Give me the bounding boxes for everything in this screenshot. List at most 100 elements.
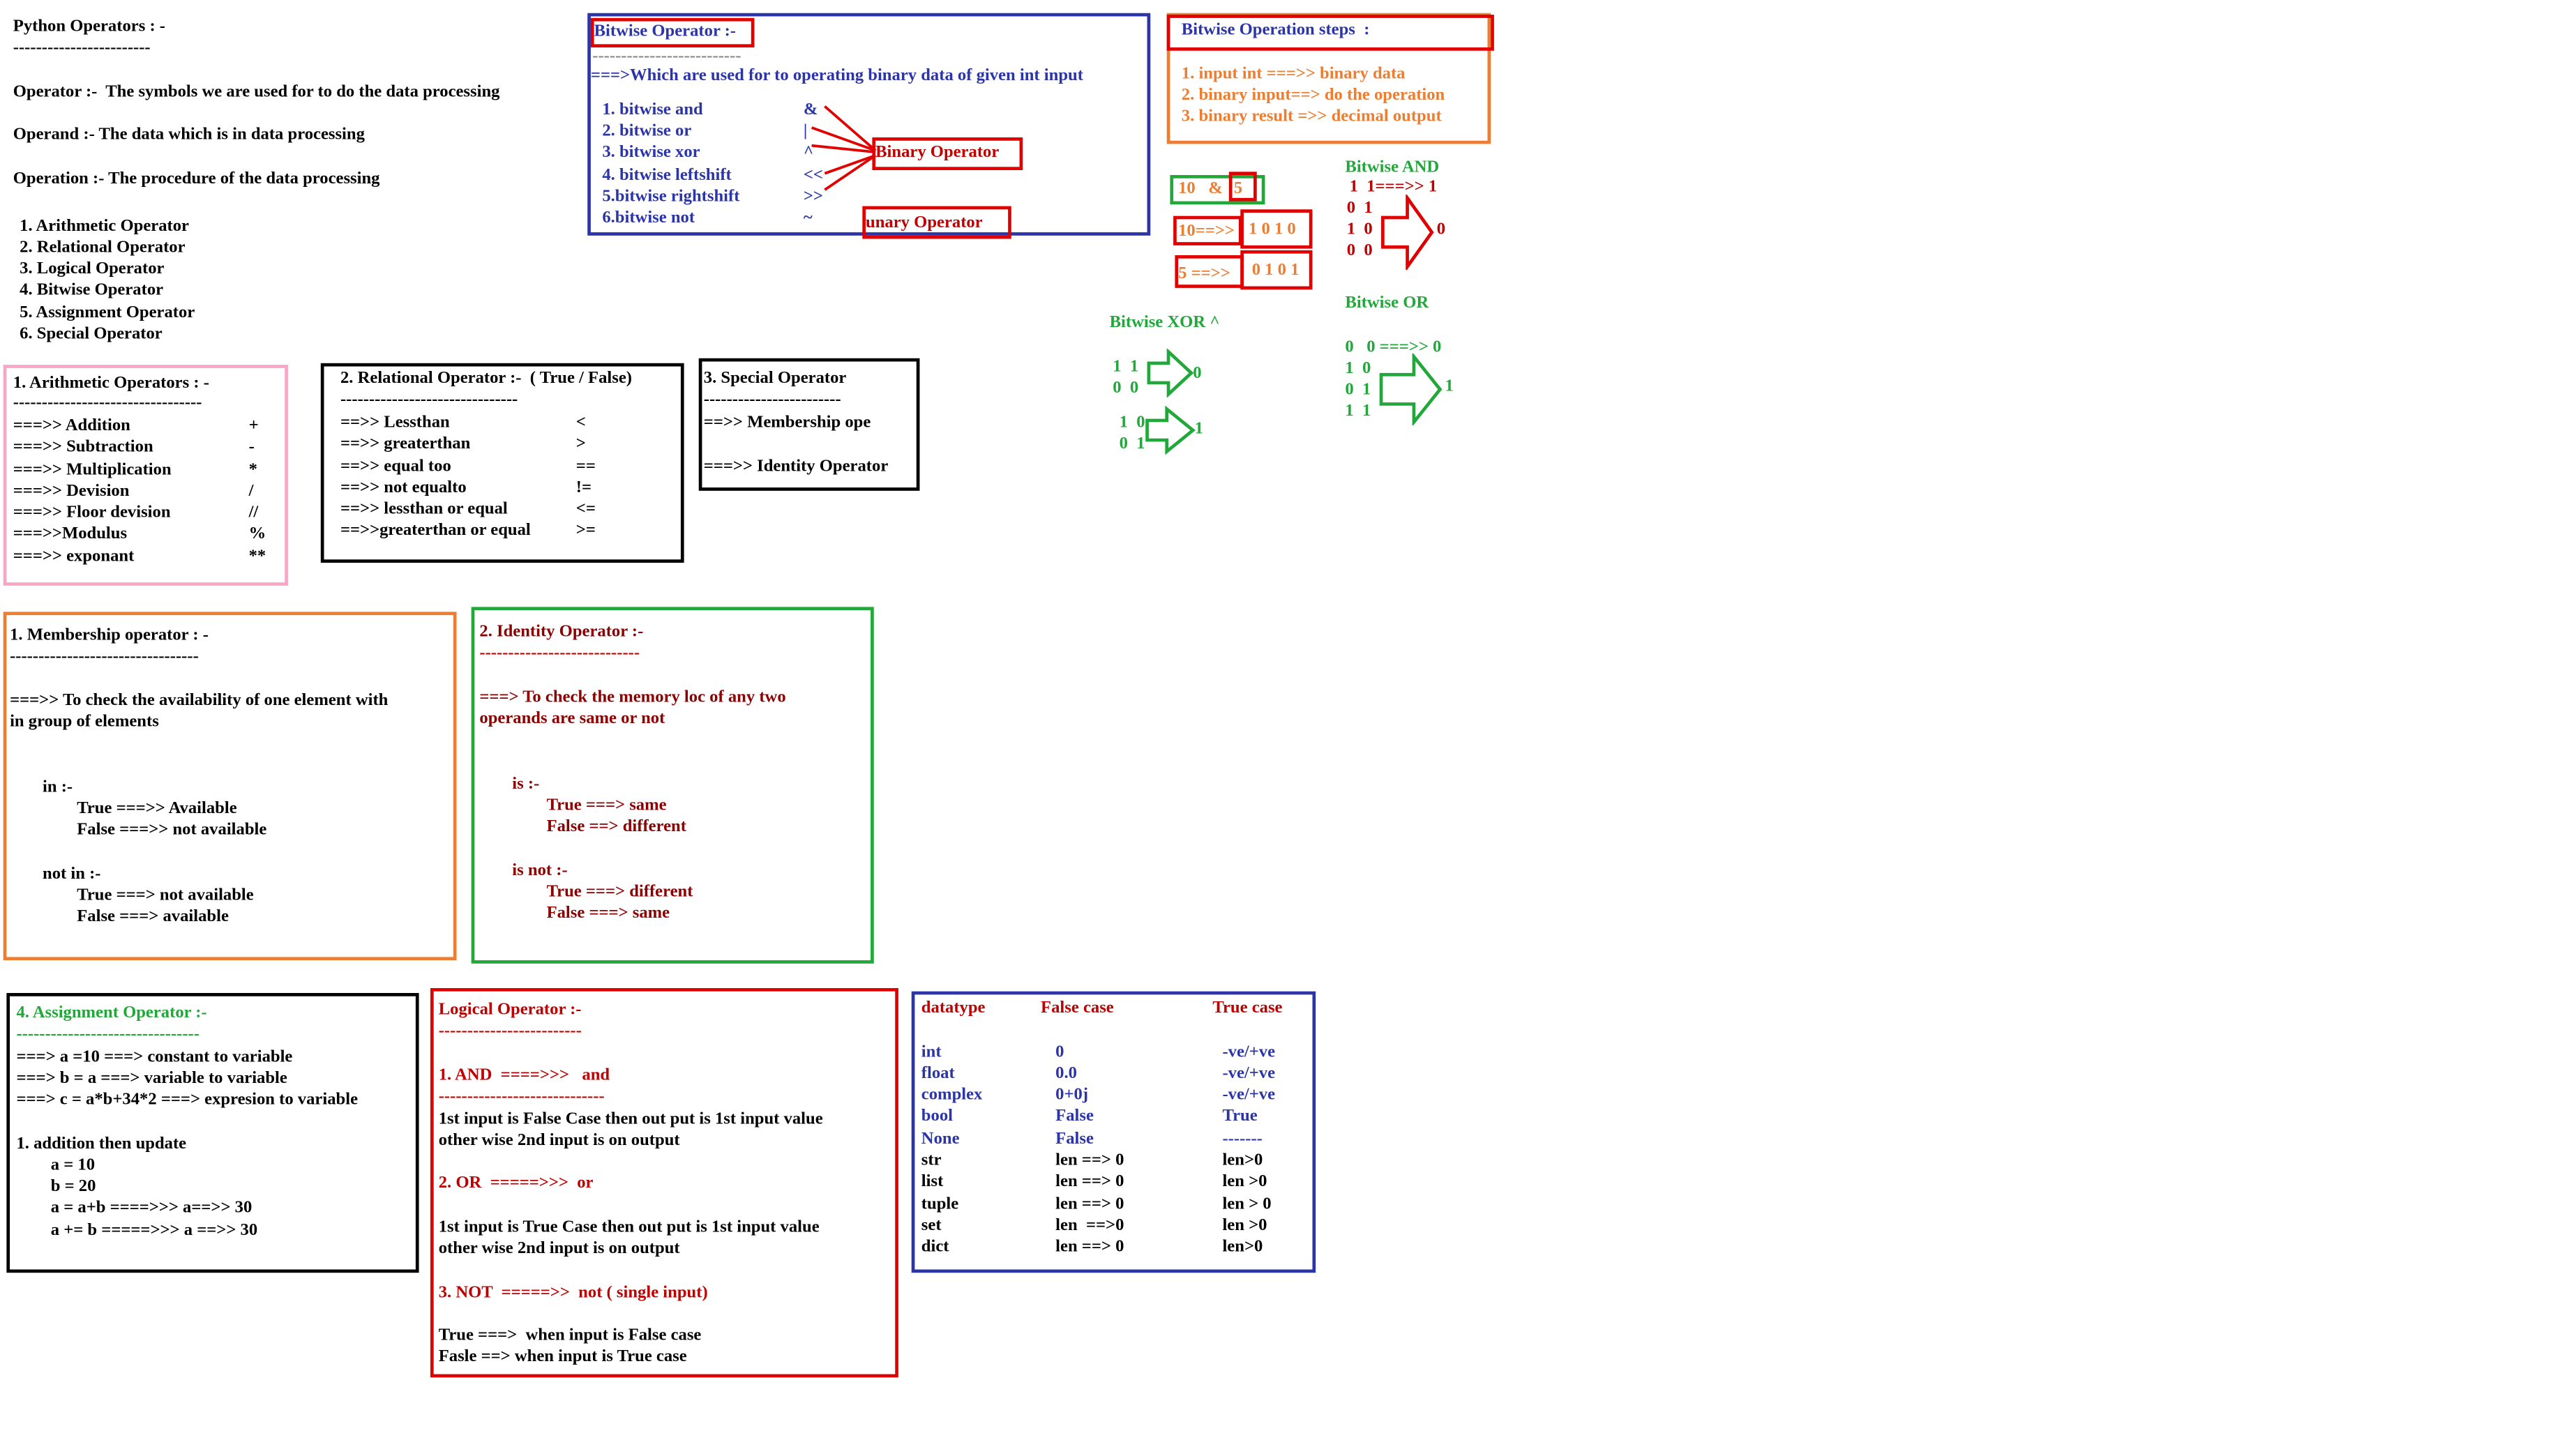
datatype-name-10: dict [921, 1238, 949, 1257]
datatype-name-5: None [921, 1130, 960, 1148]
datatype-false-1: 0 [1055, 1043, 1064, 1062]
operator-type-1: 1. Arithmetic Operator [20, 218, 189, 236]
datatype-name-4: bool [921, 1107, 953, 1126]
datatype-true-7: len >0 [1222, 1173, 1267, 1191]
assignment-line-8: a += b =====>>> a ==>> 30 [50, 1222, 258, 1241]
and-row-2: 0 1 [1346, 199, 1373, 218]
assignment-line-2: ===> b = a ===> variable to variable [16, 1070, 287, 1089]
relational-title: 2. Relational Operator :- ( True / False… [340, 370, 632, 388]
or-row-4: 1 1 [1345, 402, 1371, 420]
datatype-false-4: False [1055, 1107, 1094, 1126]
and-row-1: 1 1===>> 1 [1345, 178, 1438, 197]
binary-operator-label: Binary Operator [875, 144, 1000, 162]
xor-b-result: 1 [1194, 420, 1203, 439]
example-row1-bits: 1 0 1 0 [1248, 220, 1296, 239]
membership-operator-box [3, 612, 457, 961]
membership-in-true: True ===>> Available [77, 800, 237, 818]
and-row-3: 1 0 [1346, 220, 1373, 239]
relational-name-4: ==>> not equalto [340, 479, 467, 498]
and-result-arrow-icon [1381, 195, 1434, 271]
arithmetic-symbol-4: / [248, 483, 254, 501]
xor-a-arrow-icon [1147, 348, 1194, 398]
bitwise-item-6: 6.bitwise not [602, 209, 695, 228]
identity-description-2: operands are same or not [479, 710, 665, 728]
xor-b-row-1: 1 0 [1119, 414, 1145, 432]
relational-name-5: ==>> lessthan or equal [340, 500, 508, 519]
xor-b-row-2: 0 1 [1119, 435, 1145, 453]
example-operand-b: 5 [1233, 180, 1243, 198]
assignment-line-5: a = 10 [50, 1156, 96, 1175]
bitwise-item-3: 3. bitwise xor [602, 144, 700, 162]
bitwise-symbol-5: >> [803, 188, 823, 206]
relational-name-3: ==>> equal too [340, 457, 451, 476]
arithmetic-symbol-1: + [248, 417, 259, 436]
bitwise-operator-box [587, 13, 1151, 236]
arithmetic-operators-box [3, 365, 288, 586]
xor-a-row-2: 0 0 [1113, 379, 1139, 398]
operator-definition: Operator :- The symbols we are used for … [13, 83, 500, 102]
bitwise-item-4: 4. bitwise leftshift [602, 167, 732, 185]
datatype-true-1: -ve/+ve [1222, 1043, 1276, 1062]
arithmetic-symbol-6: % [248, 525, 266, 543]
datatype-true-10: len>0 [1222, 1238, 1263, 1257]
datatype-truthiness-box [911, 991, 1316, 1273]
bitwise-symbol-2: | [803, 122, 808, 141]
datatype-false-2: 0.0 [1055, 1065, 1077, 1084]
logical-operator-box [430, 987, 898, 1378]
assignment-line-6: b = 20 [50, 1178, 96, 1196]
bitwise-symbol-3: ^ [803, 144, 814, 162]
logical-not-line-1: True ===> when input is False case [438, 1326, 702, 1345]
logical-not-line-2: Fasle ==> when input is True case [438, 1348, 687, 1366]
or-table-title: Bitwise OR [1345, 294, 1429, 313]
logical-dashes: ------------------------- [438, 1022, 582, 1041]
datatype-name-1: int [921, 1043, 942, 1062]
relational-operator-box [320, 363, 684, 563]
bitwise-dashes: -------------------------- [592, 47, 741, 66]
arithmetic-title: 1. Arithmetic Operators : - [13, 374, 209, 393]
identity-isnot-label: is not :- [512, 862, 568, 881]
binary-operator-label-box [872, 137, 1023, 170]
special-title: 3. Special Operator [703, 370, 847, 388]
datatype-true-5: ------- [1222, 1130, 1263, 1148]
step-2: 2. binary input==> do the operation [1181, 86, 1445, 105]
operator-type-3: 3. Logical Operator [20, 260, 165, 278]
datatype-true-9: len >0 [1222, 1217, 1267, 1236]
datatype-name-2: float [921, 1065, 955, 1084]
xor-b-arrow-icon [1145, 405, 1196, 455]
identity-description-1: ===> To check the memory loc of any two [479, 688, 786, 707]
or-row-3: 0 1 [1345, 381, 1371, 400]
assignment-title: 4. Assignment Operator :- [16, 1004, 207, 1023]
membership-notin-true: True ===> not available [77, 886, 254, 905]
identity-operator-box [471, 607, 874, 964]
binary-pointer-lines [811, 105, 877, 191]
assignment-dashes: -------------------------------- [16, 1025, 199, 1044]
datatype-false-6: len ==> 0 [1055, 1151, 1124, 1170]
relational-dashes: ------------------------------- [340, 390, 518, 409]
special-dashes: ------------------------ [703, 390, 841, 409]
operator-type-2: 2. Relational Operator [20, 238, 186, 257]
example-row2-bits: 0 1 0 1 [1251, 261, 1300, 280]
identity-title: 2. Identity Operator :- [479, 623, 644, 642]
example-operand-b-frame [1228, 172, 1257, 202]
operator-type-4: 4. Bitwise Operator [20, 281, 164, 300]
special-membership: ==>> Membership ope [703, 414, 871, 432]
identity-isnot-false: False ===> same [546, 904, 670, 923]
operation-definition: Operation :- The procedure of the data p… [13, 169, 380, 188]
datatype-false-8: len ==> 0 [1055, 1195, 1124, 1214]
operator-type-6: 6. Special Operator [20, 325, 163, 344]
bitwise-description: ===>Which are used for to operating bina… [590, 67, 1083, 85]
identity-is-true: True ===> same [546, 796, 667, 815]
datatype-false-5: False [1055, 1130, 1094, 1148]
arithmetic-name-1: ===>> Addition [13, 417, 130, 436]
datatype-false-3: 0+0j [1055, 1086, 1089, 1105]
bitwise-item-2: 2. bitwise or [602, 122, 692, 141]
datatype-true-8: len > 0 [1222, 1195, 1272, 1214]
steps-title: Bitwise Operation steps : [1181, 21, 1370, 40]
bitwise-item-1: 1. bitwise and [602, 101, 703, 120]
identity-is-label: is :- [512, 775, 540, 794]
bitwise-title-frame [590, 17, 755, 48]
datatype-name-8: tuple [921, 1195, 959, 1214]
arithmetic-name-6: ===>>Modulus [13, 525, 128, 543]
datatype-true-6: len>0 [1222, 1151, 1263, 1170]
datatype-header-true: True case [1212, 999, 1283, 1018]
